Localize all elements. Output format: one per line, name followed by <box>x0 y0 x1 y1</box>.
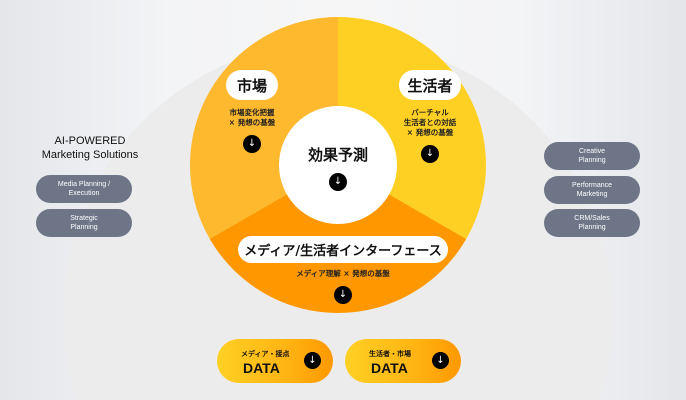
arrow-down-icon[interactable]: ↓ <box>334 286 352 305</box>
segment-media-description: メディア理解 × 発想の基盤 <box>296 269 390 278</box>
arrow-down-icon[interactable]: ↓ <box>304 352 321 369</box>
segment-consumer[interactable]: 生活者 バーチャル 生活者との対話 × 発想の基盤 ↓ <box>385 70 475 164</box>
data-button-subtitle: 生活者・市場 <box>369 350 411 358</box>
effect-prediction-title: 効果予測 <box>307 145 368 164</box>
service-creative-planning[interactable]: Creative Planning <box>544 142 640 170</box>
arrow-down-icon[interactable]: ↓ <box>243 135 261 154</box>
service-performance-marketing[interactable]: Performance Marketing <box>544 176 640 204</box>
arrow-down-icon[interactable]: ↓ <box>421 145 439 164</box>
effect-prediction-core[interactable]: 効果予測 ↓ <box>279 106 397 224</box>
segment-market[interactable]: 市場 市場変化把握 × 発想の基盤 ↓ <box>207 70 297 154</box>
solutions-title: AI-POWERED Marketing Solutions <box>20 135 160 163</box>
arrow-down-icon[interactable]: ↓ <box>329 172 347 191</box>
data-button-subtitle: メディア・接点 <box>241 350 290 358</box>
data-button-title: DATA <box>243 360 280 376</box>
segment-media-interface[interactable]: メディア/生活者インターフェース メディア理解 × 発想の基盤 ↓ <box>230 236 456 305</box>
title-line-1: AI-POWERED <box>54 135 126 147</box>
service-crm-sales-planning[interactable]: CRM/Sales Planning <box>544 209 640 237</box>
data-button-title: DATA <box>371 360 408 376</box>
service-media-planning[interactable]: Media Planning / Execution <box>36 175 132 203</box>
media-touchpoint-data-button[interactable]: メディア・接点 DATA ↓ <box>217 339 333 383</box>
segment-media-label: メディア/生活者インターフェース <box>238 236 448 263</box>
consumer-market-data-button[interactable]: 生活者・市場 DATA ↓ <box>345 339 461 383</box>
segment-consumer-label: 生活者 <box>399 70 461 100</box>
arrow-down-icon[interactable]: ↓ <box>432 352 449 369</box>
segment-market-description: 市場変化把握 × 発想の基盤 <box>228 108 276 128</box>
segment-consumer-description: バーチャル 生活者との対話 × 発想の基盤 <box>403 108 457 138</box>
segment-market-label: 市場 <box>226 70 278 100</box>
service-strategic-planning[interactable]: Strategic Planning <box>36 209 132 237</box>
title-line-2: Marketing Solutions <box>41 148 139 161</box>
